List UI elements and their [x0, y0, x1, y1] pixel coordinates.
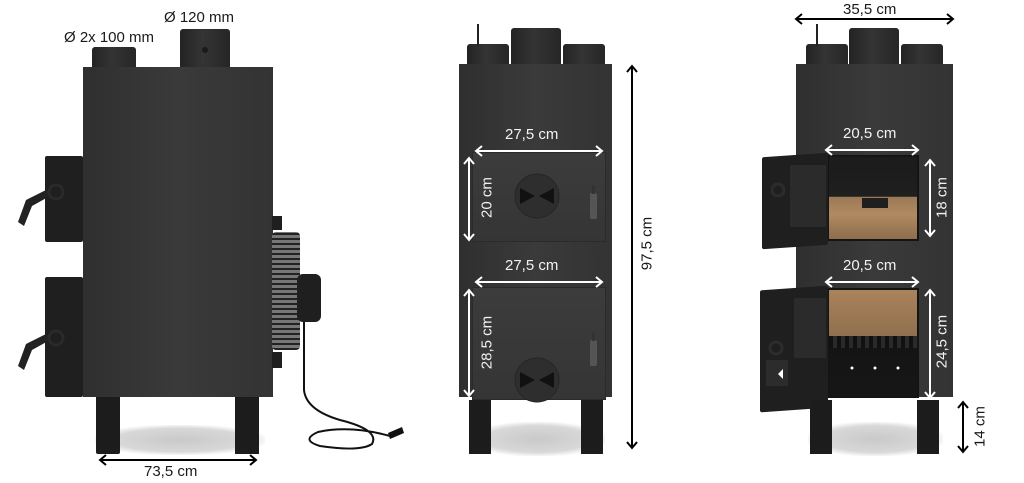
flue-pipe-left-open [806, 44, 848, 66]
upper-door-width-label: 27,5 cm [505, 126, 559, 143]
pipe-bolt-icon [202, 47, 208, 53]
dimension-arrows-front [626, 64, 638, 450]
flue-pipe-center [511, 28, 561, 66]
dimension-arrow-depth [98, 454, 258, 466]
lower-door-width-label: 27,5 cm [505, 257, 559, 274]
fan-bracket-bottom [272, 352, 282, 368]
firebox-baffle [862, 198, 888, 208]
leg-front [96, 397, 120, 454]
fan-motor [297, 274, 321, 322]
flue-pipe-left [467, 44, 509, 66]
power-cable-icon [303, 322, 404, 450]
leg-left-front [469, 400, 491, 454]
upper-opening-width-label: 20,5 cm [843, 125, 897, 142]
flue-large-label: Ø 120 mm [164, 9, 235, 26]
sensor-rod-open [816, 24, 818, 46]
lower-opening-width-label: 20,5 cm [843, 257, 897, 274]
leg-back [235, 397, 259, 454]
grate [829, 336, 917, 348]
fan-bracket-top [272, 216, 282, 230]
fan-guard [272, 232, 300, 350]
lower-opening-height-label: 24,5 cm [933, 314, 951, 369]
flue-pipe-small [92, 47, 136, 69]
air-vent-icon [514, 173, 597, 403]
leg-right-open [917, 400, 939, 454]
flue-pipe-right [563, 44, 605, 66]
flue-pipe-center-open [849, 28, 899, 66]
leg-left-open [810, 400, 832, 454]
door-handle-icon [18, 183, 65, 370]
ash-pan-dots [0, 0, 960, 483]
depth-label: 73,5 cm [144, 463, 198, 480]
flue-pipe-right-open [901, 44, 943, 66]
stove-body-side [83, 67, 273, 397]
upper-opening-height-label: 18 cm [933, 177, 951, 218]
leg-right-front [581, 400, 603, 454]
lower-door-inner-panel [794, 298, 826, 358]
door-latch-icon [766, 182, 788, 386]
leg-height-label: 14 cm [971, 406, 989, 447]
total-width-label: 35,5 cm [843, 1, 897, 18]
upper-door-inner-panel [790, 165, 826, 227]
sensor-rod [477, 24, 479, 46]
flue-small-label: Ø 2x 100 mm [64, 29, 155, 46]
